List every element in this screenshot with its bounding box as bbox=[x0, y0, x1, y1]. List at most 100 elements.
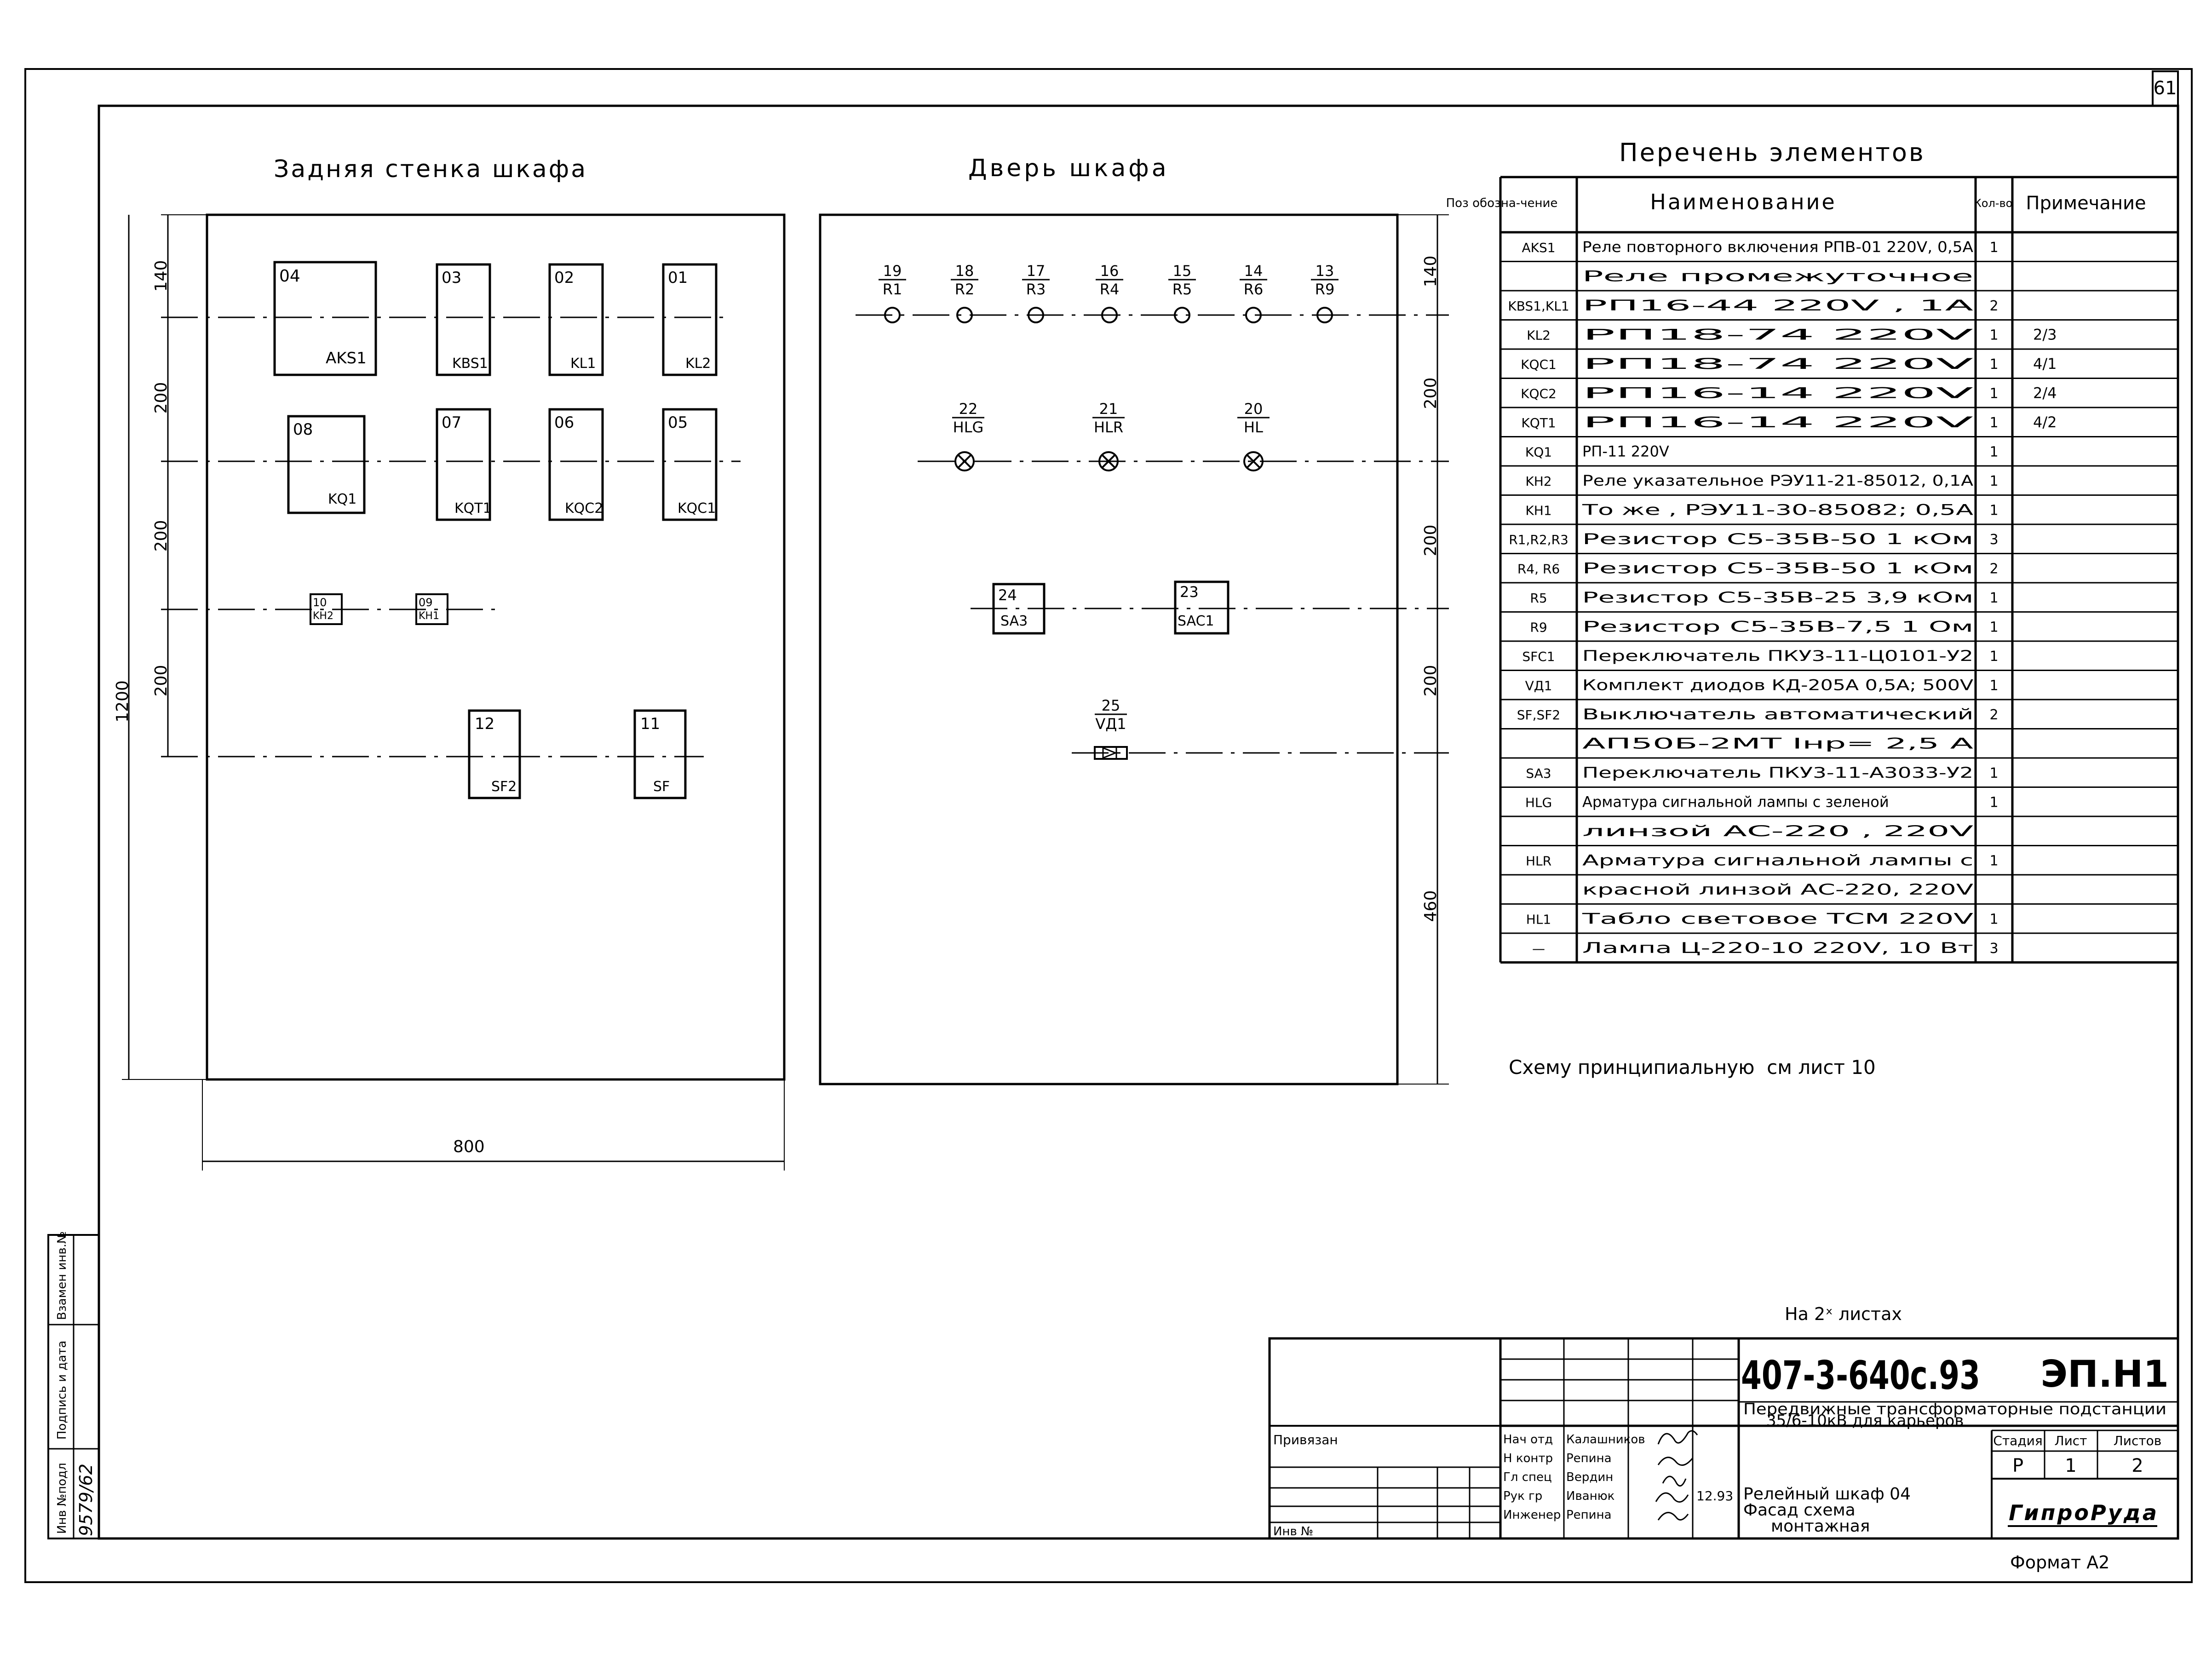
row-position: VД1 bbox=[1525, 678, 1552, 694]
stamp-inventory-number: 9579/62 bbox=[76, 1464, 96, 1536]
door-dim-140: 140 bbox=[1421, 256, 1440, 287]
sheet-number: 61 bbox=[2154, 78, 2177, 99]
resistor-15-R5: 15 R5 bbox=[1168, 262, 1196, 323]
row-quantity: 1 bbox=[1989, 444, 1998, 460]
resistor-16-R4: 16 R4 bbox=[1096, 262, 1123, 323]
door-title: Дверь шкафа bbox=[968, 155, 1169, 182]
svg-text:19: 19 bbox=[883, 262, 902, 280]
row-quantity: 1 bbox=[1989, 240, 1998, 256]
row-quantity: 1 bbox=[1989, 590, 1998, 606]
row-description: Резистор С5-35В-7,5 1 Ом bbox=[1582, 618, 1973, 636]
svg-text:R6: R6 bbox=[1244, 281, 1264, 298]
rear-dim-200-c: 200 bbox=[152, 665, 171, 697]
svg-text:02: 02 bbox=[554, 269, 574, 287]
rear-dim-200-a: 200 bbox=[152, 382, 171, 414]
row-description: РП18-74 220V bbox=[1582, 326, 1973, 344]
svg-text:14: 14 bbox=[1244, 262, 1263, 280]
row-quantity: 1 bbox=[1989, 765, 1998, 781]
svg-text:05: 05 bbox=[668, 413, 688, 432]
svg-text:25: 25 bbox=[1102, 697, 1120, 714]
row-quantity: 2 bbox=[1989, 707, 1998, 723]
resistor-14-R6: 14 R6 bbox=[1240, 262, 1267, 323]
row-position: SFC1 bbox=[1522, 649, 1555, 664]
switch-23-SAC1: 23 SAC1 bbox=[1174, 580, 1230, 635]
rear-dim-1200: 1200 bbox=[113, 680, 132, 723]
svg-text:KH1: KH1 bbox=[419, 610, 439, 622]
inventory-label: Инв № bbox=[1273, 1525, 1313, 1538]
svg-text:16: 16 bbox=[1100, 262, 1119, 280]
svg-text:KQ1: KQ1 bbox=[328, 491, 356, 507]
svg-text:KBS1: KBS1 bbox=[452, 356, 488, 372]
stamp-inventory-label: Инв №подл bbox=[55, 1463, 69, 1534]
stamp-signature-label: Подпись и дата bbox=[55, 1341, 69, 1440]
row-quantity: 1 bbox=[1989, 503, 1998, 519]
row-quantity: 1 bbox=[1989, 620, 1998, 636]
svg-text:06: 06 bbox=[554, 413, 574, 432]
row-position: HL1 bbox=[1526, 912, 1551, 927]
sheet-frame: 61 bbox=[24, 68, 2193, 1583]
row-quantity: 1 bbox=[1989, 853, 1998, 869]
row-position: AKS1 bbox=[1522, 240, 1555, 255]
door-dim-460: 460 bbox=[1421, 890, 1440, 922]
svg-text:23: 23 bbox=[1180, 583, 1199, 601]
note-sheet-count: На 2ˣ листах bbox=[1785, 1304, 1902, 1324]
resistor-13-R9: 13 R9 bbox=[1311, 262, 1339, 323]
row-description: РП16-14 220V bbox=[1582, 413, 1973, 431]
row-description: Резистор С5-35В-25 3,9 кОм bbox=[1582, 589, 1973, 606]
parts-list-table: Перечень элементов Поз обозна-чение Наим… bbox=[1446, 138, 2178, 964]
switch-24-SA3: 24 SA3 bbox=[992, 583, 1046, 635]
device-06-KQC2: 06 KQC2 bbox=[548, 408, 604, 521]
lamp-21-HLR: 21 HLR bbox=[1092, 400, 1125, 471]
drawing-title-line2: Фасад схема bbox=[1743, 1501, 1856, 1520]
row-quantity: 1 bbox=[1989, 649, 1998, 665]
signature-name: Репина bbox=[1566, 1452, 1612, 1465]
sheet-value: 1 bbox=[2065, 1455, 2076, 1476]
row-description: РП16-44 220V , 1A bbox=[1582, 297, 1973, 314]
svg-text:22: 22 bbox=[959, 400, 978, 418]
device-05-KQC1: 05 KQC1 bbox=[662, 408, 718, 521]
row-description: линзой АС-220 , 220V bbox=[1582, 822, 1973, 840]
row-quantity: 1 bbox=[1989, 386, 1998, 402]
row-position: KH1 bbox=[1525, 503, 1551, 518]
row-quantity: 2 bbox=[1989, 298, 1998, 314]
row-quantity: 1 bbox=[1989, 327, 1998, 344]
resistor-18-R2: 18 R2 bbox=[951, 262, 978, 323]
resistor-19-R1: 19 R1 bbox=[879, 262, 906, 323]
row-description: То же , РЭУ11-30-85082; 0,5A bbox=[1581, 501, 1973, 519]
svg-text:09: 09 bbox=[419, 596, 433, 609]
signature-role: Рук гр bbox=[1503, 1489, 1542, 1503]
document-mark: ЭП.Н1 bbox=[2040, 1353, 2169, 1395]
sheet-header: Лист bbox=[2055, 1433, 2087, 1448]
svg-text:SF2: SF2 bbox=[491, 779, 517, 795]
row-position: — bbox=[1532, 941, 1545, 956]
row-position: R5 bbox=[1530, 591, 1547, 606]
svg-text:08: 08 bbox=[293, 420, 313, 439]
svg-text:12: 12 bbox=[475, 715, 494, 733]
row-description: Резистор С5-35В-50 1 кОм bbox=[1582, 530, 1973, 548]
row-description: РП18-74 220V bbox=[1582, 355, 1973, 373]
drawing-title-line3: монтажная bbox=[1771, 1517, 1870, 1536]
handwritten-signatures bbox=[1655, 1430, 1698, 1521]
row-description: Переключатель ПКУ3-11-Ц0101-У2 bbox=[1582, 647, 1973, 665]
signature-role: Гл спец bbox=[1503, 1470, 1552, 1484]
diode-25-VD1: 25 VД1 bbox=[1094, 697, 1128, 760]
document-code: 407-3-640с.93 bbox=[1741, 1353, 1980, 1399]
lamp-22-HLG: 22 HLG bbox=[952, 400, 984, 471]
svg-text:21: 21 bbox=[1099, 400, 1118, 418]
rear-dim-200-b: 200 bbox=[152, 520, 171, 552]
signature-name: Калашников bbox=[1566, 1433, 1645, 1446]
row-position: R1,R2,R3 bbox=[1509, 532, 1569, 547]
rear-width-dim: 800 bbox=[453, 1137, 485, 1156]
row-description: Лампа Ц-220-10 220V, 10 Вт bbox=[1582, 939, 1973, 957]
svg-text:01: 01 bbox=[668, 269, 688, 287]
svg-text:03: 03 bbox=[442, 269, 461, 287]
device-09-KH1: 09 KH1 bbox=[415, 593, 448, 625]
rear-wall-view: Задняя стенка шкафа 140 200 200 200 1200… bbox=[113, 155, 786, 1171]
svg-text:SF: SF bbox=[653, 779, 670, 795]
sheets-value: 2 bbox=[2132, 1455, 2143, 1476]
svg-text:07: 07 bbox=[442, 413, 461, 432]
svg-text:SAC1: SAC1 bbox=[1178, 613, 1214, 629]
row-quantity: 1 bbox=[1989, 795, 1998, 811]
svg-text:R5: R5 bbox=[1172, 281, 1192, 298]
